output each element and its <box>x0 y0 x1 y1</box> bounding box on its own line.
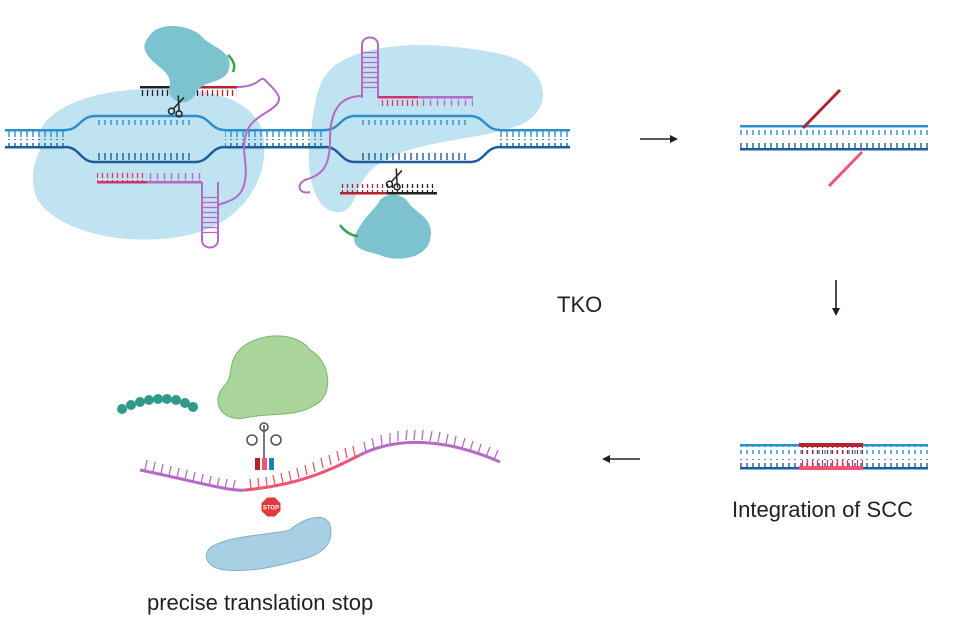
stop-sign-label: STOP <box>263 506 279 512</box>
trna-icon <box>246 422 282 470</box>
integration-label: Integration of SCC <box>732 497 913 522</box>
cas-protein-blob-left <box>32 88 265 240</box>
dna-top-strand <box>5 129 65 132</box>
integrated-scc-dna <box>740 443 928 470</box>
arrow-left-icon <box>602 455 640 463</box>
process-label: TKO <box>557 292 603 317</box>
cas-nickase-head-right <box>354 194 431 259</box>
result-label: precise translation stop <box>147 590 374 615</box>
nicked-dna-with-flaps <box>740 88 928 188</box>
stop-sign-icon: STOP <box>260 496 282 518</box>
arrow-down-icon <box>832 280 840 316</box>
nascent-peptide <box>117 394 198 414</box>
release-factor <box>205 516 332 571</box>
target-dna <box>5 114 570 164</box>
edited-flap-top <box>801 88 842 130</box>
editing-complex-left <box>32 88 265 240</box>
cas-nickase-head-left <box>144 25 230 103</box>
edited-flap-bottom <box>827 150 864 188</box>
mrna-strand <box>139 429 501 492</box>
dna-bottom-strand <box>5 146 65 149</box>
pegrna-right <box>298 36 473 195</box>
scissors-icon <box>385 168 403 191</box>
arrow-right-icon <box>640 135 678 143</box>
ribosome <box>217 335 329 419</box>
scissors-icon <box>167 95 185 118</box>
